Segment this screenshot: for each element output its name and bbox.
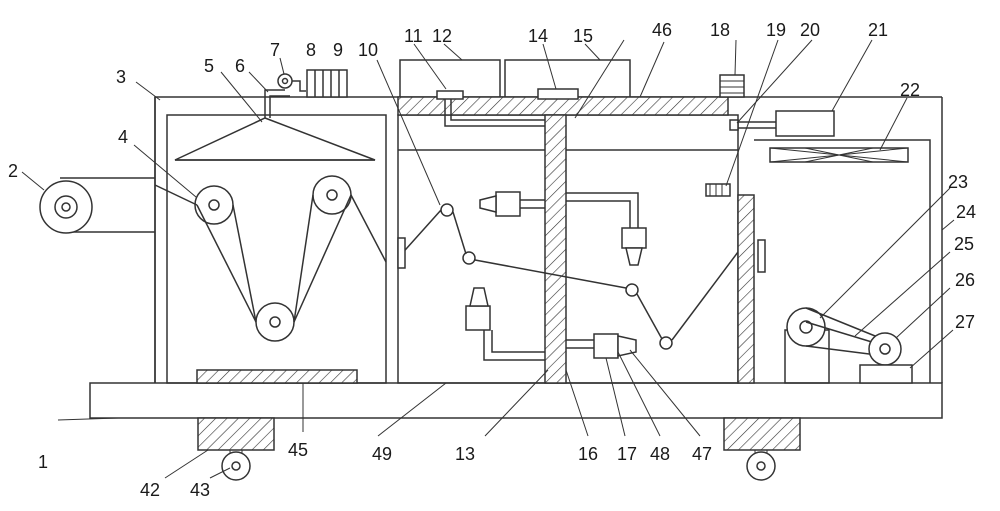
right-foot <box>723 417 801 451</box>
label-43: 43 <box>190 480 210 500</box>
label-47: 47 <box>692 444 712 464</box>
fabric-path-middle <box>397 209 739 341</box>
nozzle-lower-right <box>566 333 637 359</box>
nozzle-lower-left <box>465 287 545 361</box>
label-22: 22 <box>900 80 920 100</box>
left-wheel <box>221 449 251 481</box>
label-7: 7 <box>270 40 280 60</box>
label-27: 27 <box>955 312 975 332</box>
supply-pipe <box>264 89 285 118</box>
nozzle-upper-right <box>566 192 647 266</box>
label-49: 49 <box>372 444 392 464</box>
label-48: 48 <box>650 444 670 464</box>
central-column <box>544 114 567 384</box>
label-18: 18 <box>710 20 730 40</box>
label-9: 9 <box>333 40 343 60</box>
label-12: 12 <box>432 26 452 46</box>
label-13: 13 <box>455 444 475 464</box>
device-11 <box>436 90 464 100</box>
label-42: 42 <box>140 480 160 500</box>
dye-tank-group <box>306 69 348 98</box>
nozzle-upper-left <box>479 191 545 217</box>
sensor <box>705 183 731 197</box>
spray-hood <box>174 117 376 161</box>
label-1: 1 <box>38 452 48 472</box>
fan <box>769 147 909 163</box>
leader-lines <box>21 39 955 479</box>
left-foot <box>197 417 275 451</box>
part-labels: 1 2 3 4 5 6 7 8 9 10 11 12 13 14 15 16 1… <box>8 20 976 500</box>
label-26: 26 <box>955 270 975 290</box>
label-8: 8 <box>306 40 316 60</box>
middle-rollers <box>440 203 673 350</box>
right-wheel <box>746 449 776 481</box>
label-6: 6 <box>235 56 245 76</box>
device-14 <box>537 88 579 100</box>
label-21: 21 <box>868 20 888 40</box>
label-20: 20 <box>800 20 820 40</box>
label-19: 19 <box>766 20 786 40</box>
label-15: 15 <box>573 26 593 46</box>
label-5: 5 <box>204 56 214 76</box>
label-10: 10 <box>358 40 378 60</box>
right-chamber <box>754 139 931 383</box>
label-45: 45 <box>288 440 308 460</box>
label-16: 16 <box>578 444 598 464</box>
middle-chamber <box>397 114 739 384</box>
air-pipe <box>444 99 545 127</box>
label-25: 25 <box>954 234 974 254</box>
fabric-path-left <box>154 184 387 323</box>
label-4: 4 <box>118 127 128 147</box>
label-14: 14 <box>528 26 548 46</box>
label-24: 24 <box>956 202 976 222</box>
left-rollers <box>194 175 352 342</box>
collection-tray <box>196 369 358 384</box>
label-23: 23 <box>948 172 968 192</box>
label-11: 11 <box>404 26 423 46</box>
pump <box>277 73 293 89</box>
label-17: 17 <box>617 444 637 464</box>
label-3: 3 <box>116 67 126 87</box>
fan-motor <box>775 110 835 137</box>
right-hatch-wall <box>737 194 755 384</box>
label-46: 46 <box>652 20 672 40</box>
motor-stand <box>859 364 913 384</box>
label-2: 2 <box>8 161 18 181</box>
base-plate <box>89 382 943 419</box>
top-motor <box>719 74 745 98</box>
feed-roll <box>39 180 93 234</box>
